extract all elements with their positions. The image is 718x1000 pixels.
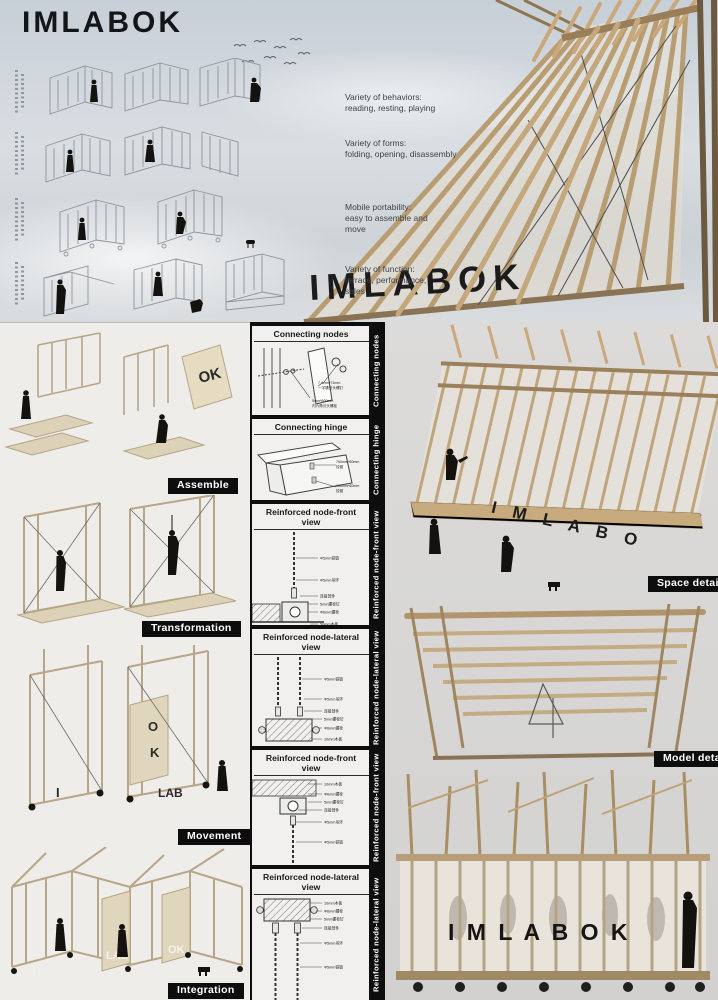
annotation: 5mm螺栓钉 [324, 800, 344, 805]
annotation: 连接部件 [324, 926, 339, 931]
panel-side-label: Reinforced node-lateral view [369, 869, 383, 1000]
panel-title: Reinforced node-front view [254, 504, 381, 530]
movement-letters-lab: LAB [158, 786, 183, 800]
connecting-hinge-drawing: 760mm*60mm 铰链 160mm*60mm 铰链 [256, 442, 359, 496]
annotation: 5mm螺栓钉 [324, 717, 344, 722]
panel-side-label: Reinforced node-front view [369, 750, 383, 865]
annotation: 内六角沉头螺栓 [312, 403, 338, 408]
annotation: 5mm螺栓钉 [324, 917, 344, 922]
annotation: Φ5mm吊环 [324, 820, 343, 825]
detail-panel-connecting-hinge: Connecting hinge 760mm*60mm 铰链 160mm*60m… [252, 419, 383, 500]
panel-title: Connecting hinge [254, 419, 381, 435]
annotation: 铰链 [336, 464, 344, 469]
annotation: 连接部件 [324, 808, 339, 813]
assemble-letters: OK [197, 365, 223, 387]
renders-column: I M L A B O Space detail [385, 322, 718, 1000]
panel-title: Reinforced node-front view [254, 750, 381, 776]
annotation: Φ6mm螺栓 [324, 792, 343, 797]
poster-title: IMLABOK [22, 6, 183, 39]
panel-side-label: Reinforced node-lateral view [369, 629, 383, 746]
space-detail-render: I M L A B O [410, 324, 718, 591]
detail-panel-reinforced-front-1: Reinforced node-front view Φ5mm铁链 Φ5mm吊 [252, 504, 383, 625]
detail-panel-reinforced-lateral-1: Reinforced node-lateral view [252, 629, 383, 746]
annotation: Φ6mm螺栓 [324, 726, 343, 731]
panel-side-label: Connecting hinge [369, 419, 383, 500]
annotation: Φ5mm铁链 [324, 965, 343, 970]
annotation: Φ5mm铁链 [324, 677, 343, 682]
annotation: 7.4mm*71mm [318, 381, 340, 385]
reinforced-lateral-drawing-2: 10mm木板 Φ6mm螺栓 5mm螺栓钉 连接部件 Φ5mm吊环 Φ5mm铁链 [256, 898, 344, 1000]
annotation: Φ6mm螺栓 [320, 610, 339, 615]
integration-letters-ok: OK [168, 944, 185, 956]
render-label-space-detail: Space detail [648, 576, 718, 592]
annotation: 760mm*60mm [336, 460, 359, 464]
movement-letter-o: O [148, 719, 158, 734]
movement-letter-k: K [150, 745, 160, 760]
process-column: OK Assemble [0, 322, 251, 1000]
panel-side-label: Connecting nodes [369, 326, 383, 415]
annotation: 连接部件 [324, 709, 339, 714]
connecting-nodes-drawing: 7.4mm*71mm 一字槽沉头螺钉 5mm*600mm 内六角沉头螺栓 [257, 347, 347, 408]
integration-letter-i: I [32, 964, 35, 978]
feature-caption-forms: Variety of forms: folding, opening, disa… [345, 138, 457, 160]
reinforced-lateral-drawing-1: Φ5mm铁链 Φ5mm吊环 连接部件 5mm螺栓钉 Φ6mm螺栓 10mm木板 [258, 657, 344, 742]
model-detail-render [404, 603, 706, 760]
annotation: Φ5mm吊环 [324, 941, 343, 946]
annotation: 铰链 [336, 488, 344, 493]
process-label-movement: Movement [178, 829, 251, 845]
panel-title: Connecting nodes [254, 326, 381, 342]
reinforced-front-drawing-2: 10mm木板 Φ6mm螺栓 5mm螺栓钉 连接部件 Φ5mm吊环 Φ5mm铁链 [252, 779, 344, 865]
annotation: Φ6mm螺栓 [324, 909, 343, 914]
panel-title: Reinforced node-lateral view [254, 869, 381, 895]
detail-panel-reinforced-lateral-2: Reinforced node-lateral view [252, 869, 383, 1000]
process-label-transformation: Transformation [142, 621, 241, 637]
movement-diagram: O K I LAB [28, 645, 228, 811]
feature-diagram-behaviors [49, 58, 261, 115]
vertical-microtext [15, 198, 18, 242]
vertical-microtext [21, 266, 24, 302]
hero-section: IMLABOK IMLABOK [0, 0, 718, 322]
feature-caption-function: Variety of function: terrace, performanc… [345, 264, 427, 297]
annotation: Φ5mm铁链 [320, 556, 339, 561]
feature-diagram-function [43, 253, 285, 317]
panel-title: Reinforced node-lateral view [254, 629, 381, 655]
annotation: 10mm木板 [324, 737, 342, 742]
annotation: 10mm木板 [324, 901, 342, 906]
reinforced-front-drawing-1: Φ5mm铁链 Φ5mm吊环 连接部件 5mm螺栓钉 Φ6mm螺栓 50mm木板 [252, 532, 340, 626]
vertical-microtext [15, 70, 18, 114]
feature-diagram-portability [59, 189, 255, 257]
process-label-assemble: Assemble [168, 478, 239, 494]
annotation: 5mm螺栓钉 [320, 602, 340, 607]
front-elevation-render: I M L A B O K [396, 769, 710, 992]
vertical-microtext [15, 132, 18, 176]
annotation: 50mm木板 [320, 622, 338, 626]
vertical-microtext [21, 74, 24, 110]
annotation: 5mm*600mm [312, 399, 333, 403]
panel-side-label: Reinforced node-front view [369, 504, 383, 625]
annotation: 10mm木板 [324, 782, 342, 787]
feature-caption-behaviors: Variety of behaviors: reading, resting, … [345, 92, 436, 114]
feature-caption-portability: Mobile portability: easy to assemble and… [345, 202, 428, 235]
vertical-microtext [15, 262, 18, 306]
annotation: Φ5mm吊环 [324, 697, 343, 702]
vertical-microtext [21, 136, 24, 172]
detail-column: Connecting nodes 7.4mm*71mm 一字槽沉头螺钉 5mm*… [250, 322, 385, 1000]
annotation: Φ5mm铁链 [324, 840, 343, 845]
annotation: Φ5mm吊环 [320, 578, 339, 583]
feature-diagram-forms [45, 126, 239, 183]
annotation: 160mm*60mm [336, 484, 359, 488]
integration-diagram: I LAB OK [11, 847, 243, 978]
detail-panel-reinforced-front-2: Reinforced node-front view 10mm木板 Φ6mm螺栓 [252, 750, 383, 865]
process-label-integration: Integration [168, 983, 244, 999]
detail-panel-connecting-nodes: Connecting nodes 7.4mm*71mm 一字槽沉头螺钉 5mm*… [252, 326, 383, 415]
front-building-letters: I M L A B O K [448, 919, 631, 945]
vertical-microtext [21, 202, 24, 238]
render-label-model-detail: Model detail [654, 751, 718, 767]
annotation: 一字槽沉头螺钉 [318, 385, 344, 390]
annotation: 连接部件 [320, 594, 335, 599]
assemble-diagram: OK [4, 332, 233, 460]
movement-letter-i: I [56, 785, 60, 800]
transformation-diagram [16, 495, 237, 624]
hero-pavilion-render: IMLABOK [303, 0, 718, 322]
